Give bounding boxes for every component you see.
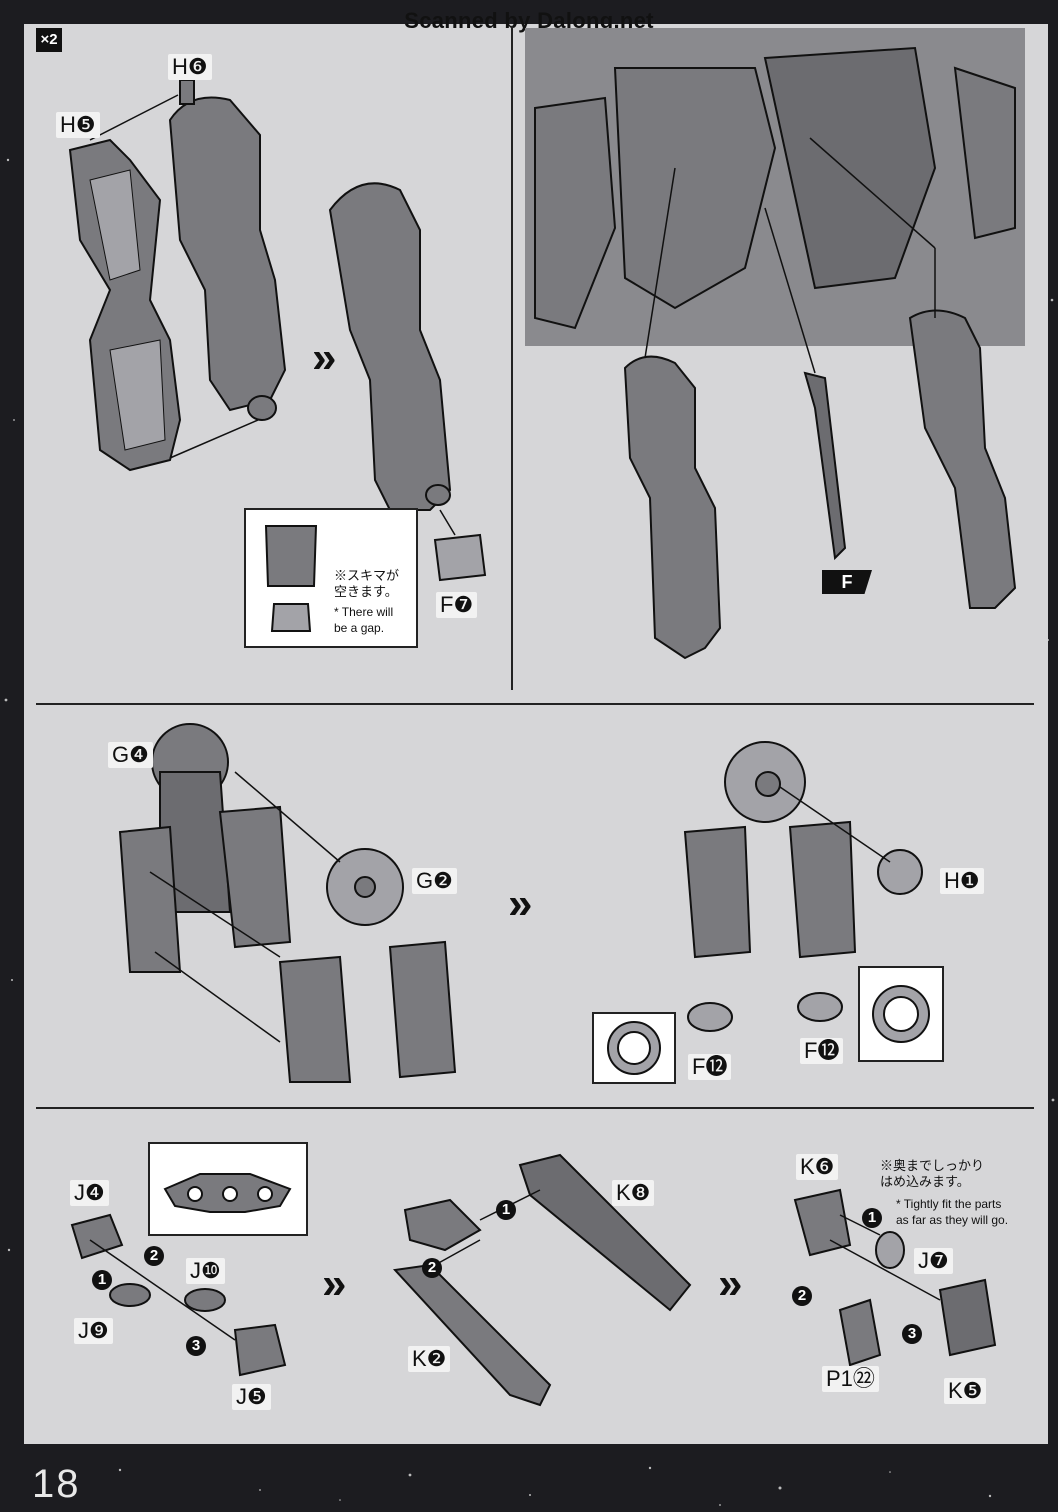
f12-detail-right [858,966,944,1062]
order-marker-2: 2 [792,1286,812,1306]
part-label-j7: J❼ [914,1248,953,1274]
next-step-arrow: » [312,333,337,382]
horizontal-divider-bottom [36,1107,1034,1109]
part-label-h1: H❶ [940,868,984,894]
order-marker-3: 3 [186,1336,206,1356]
part-label-j10: J❿ [186,1258,225,1284]
next-step-arrow: » [322,1259,347,1308]
part-label-j9: J❾ [74,1318,113,1344]
part-label-f12-left: F⓬ [688,1054,732,1080]
f12-ring-icon [607,1021,661,1075]
part-label-p1-22: P1㉒ [822,1366,879,1392]
gap-detail-illustration [264,525,318,632]
part-label-h6: H❻ [168,54,212,80]
horizontal-divider-top [36,703,1034,705]
part-label-k5: K❺ [944,1378,987,1404]
j4-underside-icon [163,1173,292,1213]
order-marker-2: 2 [144,1246,164,1266]
order-marker-1: 1 [862,1208,882,1228]
part-label-j5: J❺ [232,1384,271,1410]
f12-ring-icon [872,985,930,1043]
part-label-g4: G❹ [108,742,153,768]
part-label-k6: K❻ [796,1154,839,1180]
vertical-divider [511,26,513,690]
part-label-k2: K❷ [408,1346,451,1372]
part-label-f: F [822,570,872,594]
gap-note-en: * There will be a gap. [334,605,394,635]
gap-note-inset: ※スキマが 空きます。 * There will be a gap. [244,508,418,648]
step3-illustration [118,723,923,1083]
order-marker-1: 1 [92,1270,112,1290]
next-step-arrow: » [508,879,533,928]
f12-detail-left [592,1012,676,1084]
part-label-f7: F❼ [436,592,478,618]
order-marker-1: 1 [496,1200,516,1220]
step1-illustration [68,79,487,582]
fit-note-jp: ※奥までしっかり はめ込みます。 [880,1158,985,1189]
gap-note-jp: ※スキマが 空きます。 [334,568,400,599]
next-step-arrow: » [718,1259,743,1308]
part-label-h5: H❺ [56,112,100,138]
step2-illustration [525,28,1025,660]
quantity-badge: ×2 [36,28,62,52]
order-marker-3: 3 [902,1324,922,1344]
page-number: 18 [32,1462,81,1506]
fit-note-en: * Tightly fit the parts as far as they w… [896,1197,1009,1227]
order-marker-2: 2 [422,1258,442,1278]
part-label-j4: J❹ [70,1180,109,1206]
part-label-k8: K❽ [612,1180,655,1206]
part-label-g2: G❷ [412,868,457,894]
j4-detail-inset [148,1142,308,1236]
part-label-f12-right: F⓬ [800,1038,844,1064]
